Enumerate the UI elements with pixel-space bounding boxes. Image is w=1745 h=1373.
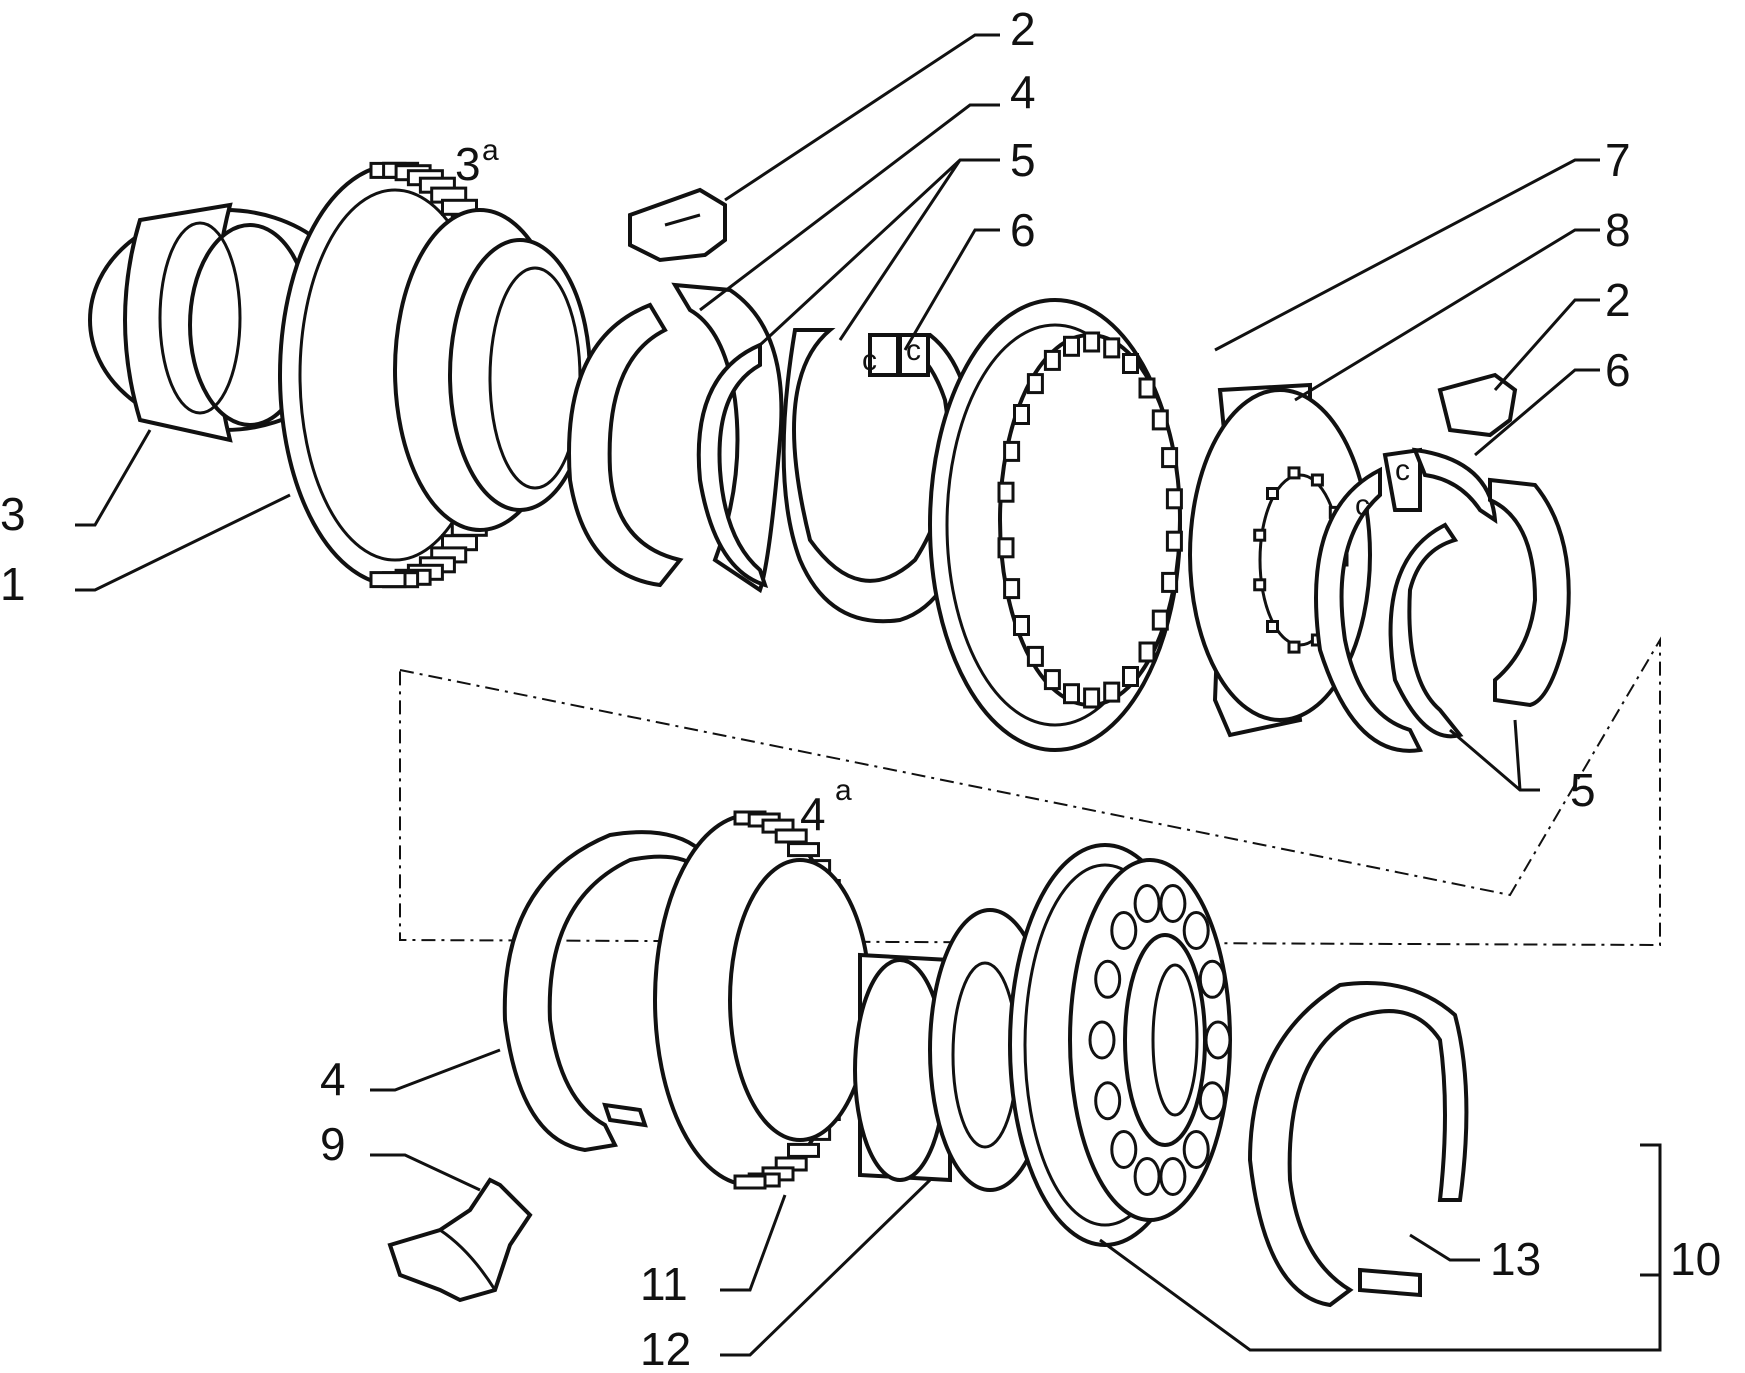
hub-spline — [1253, 578, 1267, 592]
part-10-ball-bearing — [1008, 843, 1232, 1247]
bearing-ball — [1094, 1081, 1122, 1121]
hub-spline — [1266, 487, 1279, 500]
label-3: 3 — [0, 488, 26, 540]
part-5-synchro-ring-left — [567, 302, 684, 588]
part-2-block-top — [628, 187, 727, 263]
hub-spline — [1253, 528, 1267, 542]
label-9: 9 — [320, 1118, 346, 1170]
bearing-ball — [1159, 884, 1187, 923]
part-2-block-right — [1437, 372, 1518, 438]
label-12: 12 — [640, 1323, 691, 1373]
sleeve-tooth — [1063, 335, 1080, 357]
label-11: 11 — [640, 1258, 688, 1310]
label-10: 10 — [1670, 1233, 1721, 1285]
bearing-ball — [1182, 911, 1210, 950]
gear-tooth — [787, 842, 820, 858]
sleeve-tooth — [1083, 331, 1101, 353]
sleeve-tooth — [1083, 687, 1101, 709]
sleeve-tooth — [1043, 349, 1061, 371]
sleeve-tooth — [1122, 666, 1139, 687]
label-4: 4 — [320, 1053, 346, 1105]
hub-spline — [1287, 466, 1301, 480]
part-7-sliding-sleeve — [928, 298, 1183, 752]
clip-mark-c: c — [1355, 489, 1370, 522]
label-8: 8 — [1605, 204, 1631, 256]
part-13-snap-ring — [1247, 981, 1469, 1308]
bearing-ball — [1088, 1020, 1116, 1060]
hub-spline — [1310, 473, 1324, 487]
hub-spline — [1287, 640, 1301, 654]
sleeve-tooth — [1043, 669, 1061, 691]
label-4: 4 — [1010, 66, 1036, 118]
bearing-ball — [1182, 1130, 1210, 1169]
hub-spline — [1266, 620, 1279, 633]
sleeve-tooth — [1063, 683, 1080, 705]
gear-tooth — [369, 571, 407, 589]
sleeve-tooth — [1151, 409, 1169, 431]
bearing-ball — [1110, 911, 1138, 950]
label-1: 1 — [0, 558, 26, 610]
bearing-ball — [1198, 1081, 1226, 1121]
sleeve-tooth — [1103, 337, 1121, 359]
sleeve-tooth — [1138, 641, 1156, 663]
gear-tooth — [733, 1174, 767, 1190]
sleeve-tooth — [1165, 530, 1183, 552]
sleeve-tooth — [997, 481, 1015, 503]
label-3a: 3 — [455, 138, 481, 190]
sleeve-tooth — [1138, 377, 1156, 399]
part-4-synchro-ring — [671, 282, 784, 594]
label-5: 5 — [1570, 764, 1596, 816]
label-7: 7 — [1605, 134, 1631, 186]
sleeve-tooth — [1165, 488, 1183, 510]
part-6-circlip-right — [1314, 447, 1498, 753]
part-6-circlip-left — [781, 328, 978, 624]
assembly-group-outline — [399, 636, 1661, 947]
bearing-ball — [1159, 1157, 1187, 1196]
sleeve-tooth — [1122, 353, 1139, 374]
clip-mark-c: c — [1395, 454, 1410, 487]
sleeve-tooth — [1103, 681, 1121, 703]
bearing-ball — [1133, 1157, 1161, 1196]
sleeve-tooth — [1003, 578, 1021, 600]
leader-lines — [75, 33, 1662, 1357]
bearing-ball — [1133, 884, 1161, 923]
label-13: 13 — [1490, 1233, 1541, 1285]
part-9-block — [387, 1177, 533, 1303]
gear-tooth — [774, 828, 808, 844]
bearing-ball — [1094, 959, 1122, 999]
label-2: 2 — [1605, 274, 1631, 326]
sleeve-tooth — [1013, 615, 1030, 636]
sleeve-tooth — [1161, 447, 1179, 469]
label-6: 6 — [1605, 344, 1631, 396]
sleeve-tooth — [1026, 373, 1044, 395]
label-2: 2 — [1010, 3, 1036, 55]
bearing-ball — [1198, 959, 1226, 999]
part-11-gear — [653, 810, 952, 1190]
part-5-synchro-ring-right — [1388, 477, 1571, 739]
clip-mark-c: c — [906, 334, 921, 367]
sleeve-tooth — [997, 537, 1015, 559]
label-3a-superscript: a — [482, 134, 499, 167]
label-4a-superscript: a — [835, 774, 852, 807]
clip-mark-c: c — [862, 344, 877, 377]
label-4a: 4 — [800, 788, 826, 840]
part-1-gear — [278, 161, 592, 589]
sleeve-tooth — [1013, 404, 1030, 425]
bearing-ball — [1110, 1130, 1138, 1169]
sleeve-tooth — [1026, 645, 1044, 667]
bearing-ball — [1204, 1020, 1232, 1060]
label-5: 5 — [1010, 134, 1036, 186]
sleeve-tooth — [1151, 609, 1169, 631]
label-6: 6 — [1010, 204, 1036, 256]
sleeve-tooth — [1161, 571, 1179, 593]
sleeve-tooth — [1003, 440, 1021, 462]
gear-tooth — [787, 1142, 820, 1158]
